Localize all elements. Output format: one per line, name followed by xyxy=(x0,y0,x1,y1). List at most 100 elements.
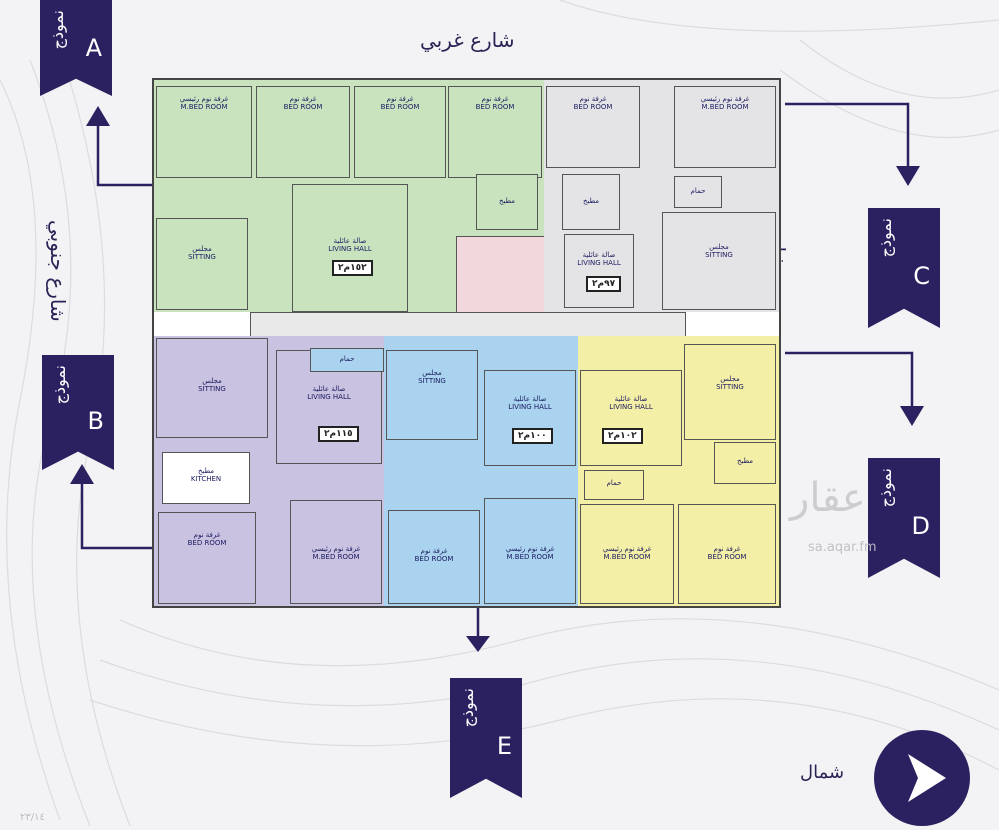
kitchen-b: مطبخ KITCHEN xyxy=(162,452,250,504)
model-e-badge: نموذج E xyxy=(450,678,522,798)
sitting-a-en: SITTING xyxy=(188,253,216,261)
bath-d: حمام xyxy=(584,470,644,500)
living-b-ar: صالة عائلية xyxy=(312,385,346,393)
living-d-en: LIVING HALL xyxy=(609,403,653,411)
bath-e-ar: حمام xyxy=(339,355,355,363)
kitchen-b-en: KITCHEN xyxy=(190,475,222,483)
watermark-url: sa.aqar.fm xyxy=(808,540,877,555)
model-e-letter: E xyxy=(496,732,512,760)
bedroom-a3-en: BED ROOM xyxy=(380,103,420,111)
watermark-logo: عقار xyxy=(790,475,866,521)
bedroom-d1-ar: غرفة نوم رئيسي xyxy=(602,545,652,553)
area-tag-c: ٩٧م٢ xyxy=(586,276,622,292)
north-compass xyxy=(874,730,970,826)
bedroom-e2-en: M.BED ROOM xyxy=(506,553,554,561)
bedroom-a4: غرفة نوم BED ROOM xyxy=(448,86,542,178)
area-tag-b: ١١٥م٢ xyxy=(318,426,359,442)
sitting-c-ar: مجلس xyxy=(709,243,729,251)
area-tag-e: ١٠٠م٢ xyxy=(512,428,553,444)
bedroom-a3-ar: غرفة نوم xyxy=(386,95,414,103)
model-a-label: نموذج xyxy=(48,10,67,50)
sitting-d-ar: مجلس xyxy=(720,375,740,383)
bath-c: حمام xyxy=(674,176,722,208)
area-tag-a: ١٥٢م٢ xyxy=(332,260,373,276)
bedroom-b2: غرفة نوم رئيسي M.BED ROOM xyxy=(290,500,382,604)
living-a-ar: صالة عائلية xyxy=(333,237,367,245)
bedroom-a3: غرفة نوم BED ROOM xyxy=(354,86,446,178)
bedroom-c1-en: BED ROOM xyxy=(573,103,613,111)
bedroom-b2-en: M.BED ROOM xyxy=(312,553,360,561)
bedroom-b1: غرفة نوم BED ROOM xyxy=(158,512,256,604)
kitchen-d: مطبخ xyxy=(714,442,776,484)
bedroom-c2-en: M.BED ROOM xyxy=(701,103,749,111)
north-arrow-icon xyxy=(908,754,946,802)
model-c-label: نموذج xyxy=(876,218,895,258)
bath-c-ar: حمام xyxy=(690,187,706,195)
bedroom-e1-ar: غرفة نوم xyxy=(420,547,448,555)
bedroom-b1-ar: غرفة نوم xyxy=(193,531,221,539)
sitting-e-en: SITTING xyxy=(418,377,446,385)
kitchen-d-ar: مطبخ xyxy=(736,457,754,465)
bedroom-d2: غرفة نوم BED ROOM xyxy=(678,504,776,604)
bedroom-a1-ar: غرفة نوم رئيسي xyxy=(179,95,229,103)
living-b-en: LIVING HALL xyxy=(307,393,351,401)
bedroom-a2: غرفة نوم BED ROOM xyxy=(256,86,350,178)
model-e-label: نموذج xyxy=(458,688,477,728)
living-e-en: LIVING HALL xyxy=(508,403,552,411)
sitting-a: مجلس SITTING xyxy=(156,218,248,310)
kitchen-b-ar: مطبخ xyxy=(197,467,215,475)
bedroom-d1-en: M.BED ROOM xyxy=(603,553,651,561)
living-d: صالة عائلية LIVING HALL xyxy=(580,370,682,466)
floor-plan: غرفة نوم رئيسي M.BED ROOM غرفة نوم BED R… xyxy=(152,78,781,608)
bedroom-b1-en: BED ROOM xyxy=(187,539,227,547)
living-a-en: LIVING HALL xyxy=(328,245,372,253)
living-c-ar: صالة عائلية xyxy=(582,251,616,259)
bedroom-e2: غرفة نوم رئيسي M.BED ROOM xyxy=(484,498,576,604)
bedroom-a1-en: M.BED ROOM xyxy=(180,103,228,111)
kitchen-c: مطبخ xyxy=(562,174,620,230)
bedroom-d2-ar: غرفة نوم xyxy=(713,545,741,553)
bedroom-a2-en: BED ROOM xyxy=(283,103,323,111)
sitting-b-ar: مجلس xyxy=(202,377,222,385)
kitchen-a: مطبخ xyxy=(476,174,538,230)
model-d-label: نموذج xyxy=(876,468,895,508)
sitting-c: مجلس SITTING xyxy=(662,212,776,310)
bedroom-c1: غرفة نوم BED ROOM xyxy=(546,86,640,168)
sitting-d-en: SITTING xyxy=(716,383,744,391)
model-d-letter: D xyxy=(911,512,930,540)
street-west-label: شارع غربي xyxy=(420,28,515,52)
bedroom-c2: غرفة نوم رئيسي M.BED ROOM xyxy=(674,86,776,168)
model-b-label: نموذج xyxy=(50,365,69,405)
bedroom-b2-ar: غرفة نوم رئيسي xyxy=(311,545,361,553)
area-tag-d: ١٠٢م٢ xyxy=(602,428,643,444)
bedroom-e1: غرفة نوم BED ROOM xyxy=(388,510,480,604)
model-b-letter: B xyxy=(87,407,104,435)
model-c-badge: نموذج C xyxy=(868,208,940,328)
bedroom-e2-ar: غرفة نوم رئيسي xyxy=(505,545,555,553)
model-a-letter: A xyxy=(85,34,102,62)
bedroom-e1-en: BED ROOM xyxy=(414,555,454,563)
bedroom-c1-ar: غرفة نوم xyxy=(579,95,607,103)
bath-e: حمام xyxy=(310,348,384,372)
living-e-ar: صالة عائلية xyxy=(513,395,547,403)
sitting-c-en: SITTING xyxy=(705,251,733,259)
bedroom-c2-ar: غرفة نوم رئيسي xyxy=(700,95,750,103)
bedroom-a4-ar: غرفة نوم xyxy=(481,95,509,103)
sitting-b-en: SITTING xyxy=(198,385,226,393)
living-d-ar: صالة عائلية xyxy=(614,395,648,403)
bedroom-a4-en: BED ROOM xyxy=(475,103,515,111)
sitting-b: مجلس SITTING xyxy=(156,338,268,438)
bath-d-ar: حمام xyxy=(606,479,622,487)
bedroom-d2-en: BED ROOM xyxy=(707,553,747,561)
bedroom-d1: غرفة نوم رئيسي M.BED ROOM xyxy=(580,504,674,604)
model-c-letter: C xyxy=(913,262,930,290)
living-a: صالة عائلية LIVING HALL xyxy=(292,184,408,312)
sitting-e-ar: مجلس xyxy=(422,369,442,377)
sitting-d: مجلس SITTING xyxy=(684,344,776,440)
bedroom-a1: غرفة نوم رئيسي M.BED ROOM xyxy=(156,86,252,178)
north-label: شمال xyxy=(800,762,845,783)
bedroom-a2-ar: غرفة نوم xyxy=(289,95,317,103)
kitchen-c-ar: مطبخ xyxy=(582,197,600,205)
sitting-a-ar: مجلس xyxy=(192,245,212,253)
